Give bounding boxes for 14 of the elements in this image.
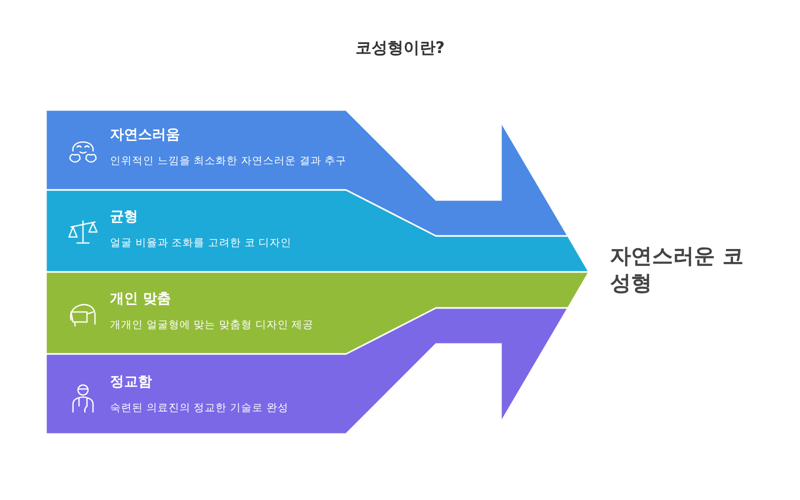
description-text: 인위적인 느낌을 최소화한 자연스러운 결과 추구 bbox=[110, 154, 347, 168]
heading-text: 균형 bbox=[110, 208, 138, 226]
heading-text: 개인 맞춤 bbox=[110, 290, 171, 308]
arrow-band bbox=[46, 272, 589, 354]
description-text: 개개인 얼굴형에 맞는 맞춤형 디자인 제공 bbox=[110, 318, 314, 332]
arrow-band bbox=[46, 308, 568, 434]
arrow-band bbox=[46, 190, 589, 272]
arrow-band bbox=[46, 110, 568, 236]
description-text: 얼굴 비율과 조화를 고려한 코 디자인 bbox=[110, 236, 292, 250]
heading-text: 정교함 bbox=[110, 373, 152, 391]
diagram-title: 코성형이란? bbox=[354, 38, 446, 59]
result-label: 자연스러운 코 성형 bbox=[610, 243, 760, 300]
description-text: 숙련된 의료진의 정교한 기술로 완성 bbox=[110, 401, 288, 415]
heading-text: 자연스러움 bbox=[110, 126, 180, 144]
